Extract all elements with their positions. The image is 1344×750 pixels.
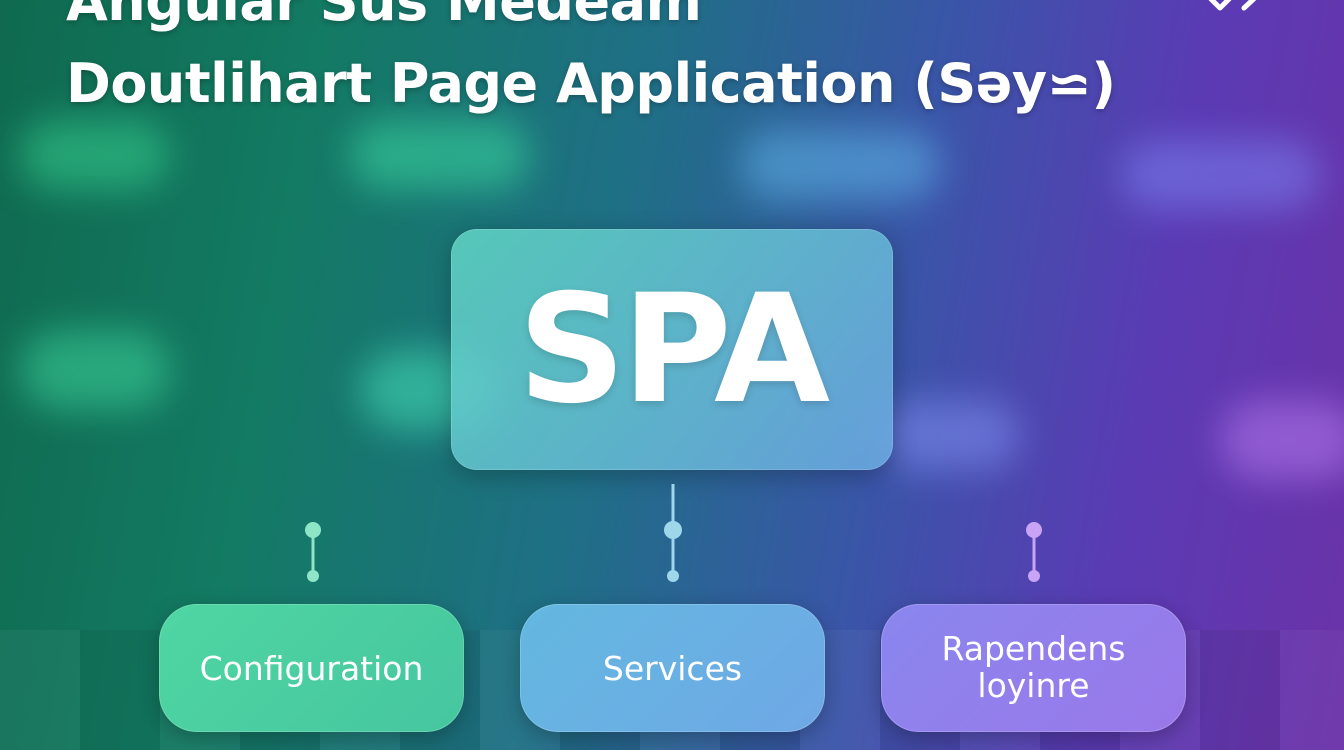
node-label-line-2: loyinre (977, 666, 1090, 705)
background-blur (880, 400, 1020, 470)
spa-root-label: SPA (517, 262, 830, 437)
node-label: Services (602, 648, 743, 688)
connector-dot (664, 521, 682, 539)
background-blur (350, 120, 530, 190)
node-label-line-1: Rapendens (941, 629, 1126, 669)
connector-dot (305, 522, 321, 538)
page-title-line-1: Angular Sus Medeam (66, 0, 702, 33)
link-icon (1208, 0, 1257, 11)
background-blur (740, 130, 940, 200)
page-title-line-2: Doutlihart Page Application (Səy⋍) (66, 52, 1116, 115)
connector-dot (667, 570, 679, 582)
connector-dot (1028, 570, 1040, 582)
background-blur (20, 120, 170, 190)
connector-dot (1026, 522, 1042, 538)
connector-dot (307, 570, 319, 582)
spa-root-node: SPA (451, 229, 893, 470)
node-label: Configuration (199, 648, 424, 688)
node-rapendens: Rapendens loyinre (881, 604, 1186, 732)
node-configuration: Configuration (159, 604, 464, 732)
node-services: Services (520, 604, 825, 732)
background-blur (1120, 140, 1320, 210)
background-blur (20, 330, 170, 410)
background-blur (1220, 400, 1344, 480)
